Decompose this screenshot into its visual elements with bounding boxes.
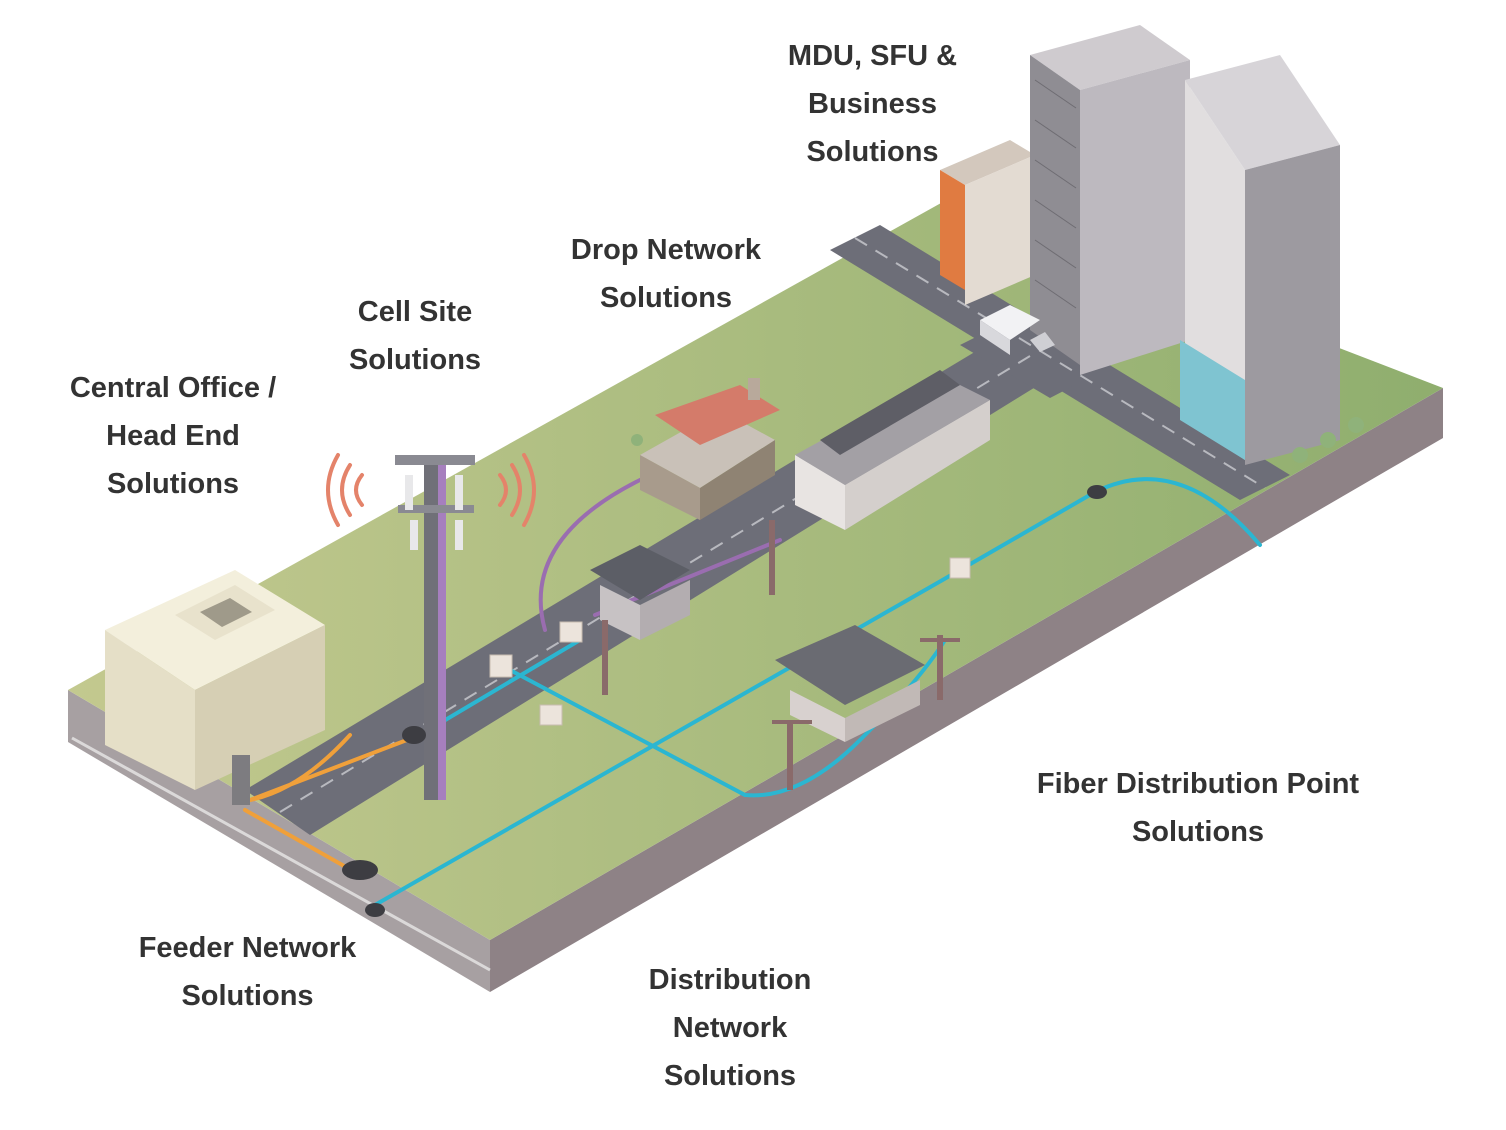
house-icon (590, 545, 690, 640)
office-tower-icon (1030, 25, 1190, 375)
label-fiber-distribution-point: Fiber Distribution Point Solutions (1036, 768, 1360, 848)
label-cell-site: Cell Site Solutions (348, 296, 482, 376)
label-mdu-sfu-business: MDU, SFU & Business Solutions (787, 40, 958, 168)
cell-tower-icon (395, 455, 475, 800)
apartment-building (940, 140, 1035, 305)
utility-pole-icon (602, 520, 960, 790)
label-distribution-network: Distribution Network Solutions (648, 964, 812, 1092)
central-office-icon (105, 570, 325, 805)
label-drop-network: Drop Network Solutions (570, 234, 762, 314)
handhole-icon (342, 485, 1107, 917)
office-tower-icon (1180, 55, 1340, 465)
radio-signal-icon (326, 453, 536, 527)
house-icon (640, 378, 780, 520)
trees (631, 417, 1364, 463)
splice-closure-icon (489, 557, 971, 726)
house-icon (775, 625, 925, 742)
truck-icon (980, 305, 1055, 355)
row-houses (795, 370, 990, 530)
feeder-fiber-orange (243, 733, 422, 877)
label-feeder-network: Feeder Network Solutions (138, 932, 357, 1012)
label-central-office: Central Office / Head End Solutions (69, 372, 277, 500)
